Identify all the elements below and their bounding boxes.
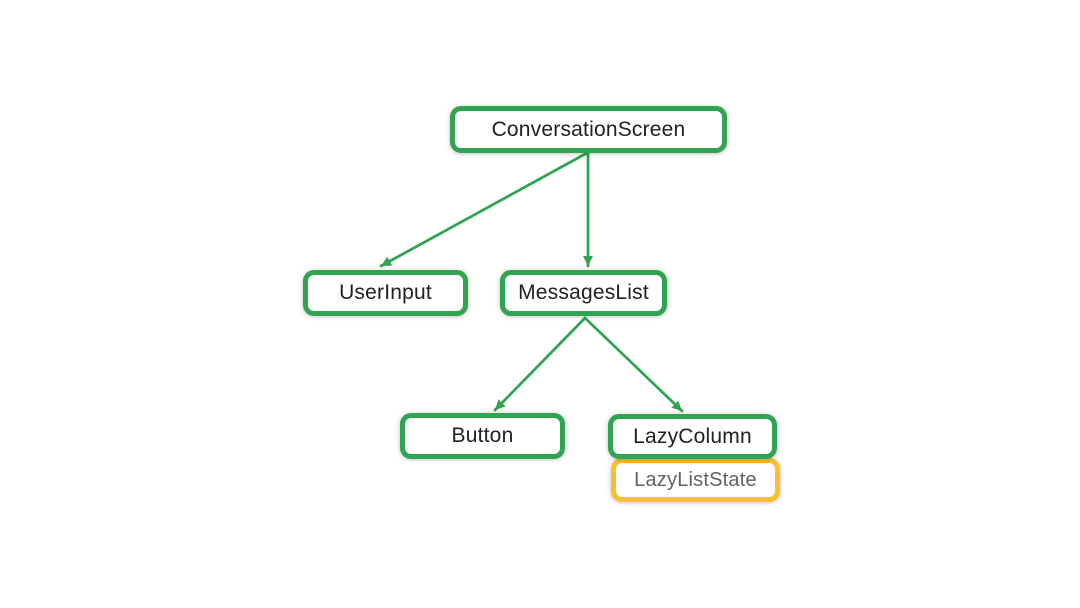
node-conversationscreen: ConversationScreen — [450, 106, 727, 153]
node-conversationscreen-label: ConversationScreen — [491, 117, 686, 141]
node-lazycolumn-label: LazyColumn — [633, 424, 752, 448]
node-messageslist-label: MessagesList — [518, 281, 649, 304]
node-lazycolumn: LazyColumn — [608, 414, 777, 459]
node-userinput: UserInput — [303, 270, 468, 316]
node-lazyliststate-label: LazyListState — [634, 468, 757, 491]
node-messageslist: MessagesList — [500, 270, 667, 316]
edge-conversationscreen-userinput — [379, 151, 589, 268]
edge-messageslist-lazycolumn — [583, 316, 684, 413]
edge-messageslist-button — [493, 316, 587, 412]
node-lazyliststate: LazyListState — [611, 458, 780, 502]
node-button-label: Button — [451, 424, 514, 447]
node-button: Button — [400, 413, 565, 459]
node-userinput-label: UserInput — [339, 281, 432, 304]
